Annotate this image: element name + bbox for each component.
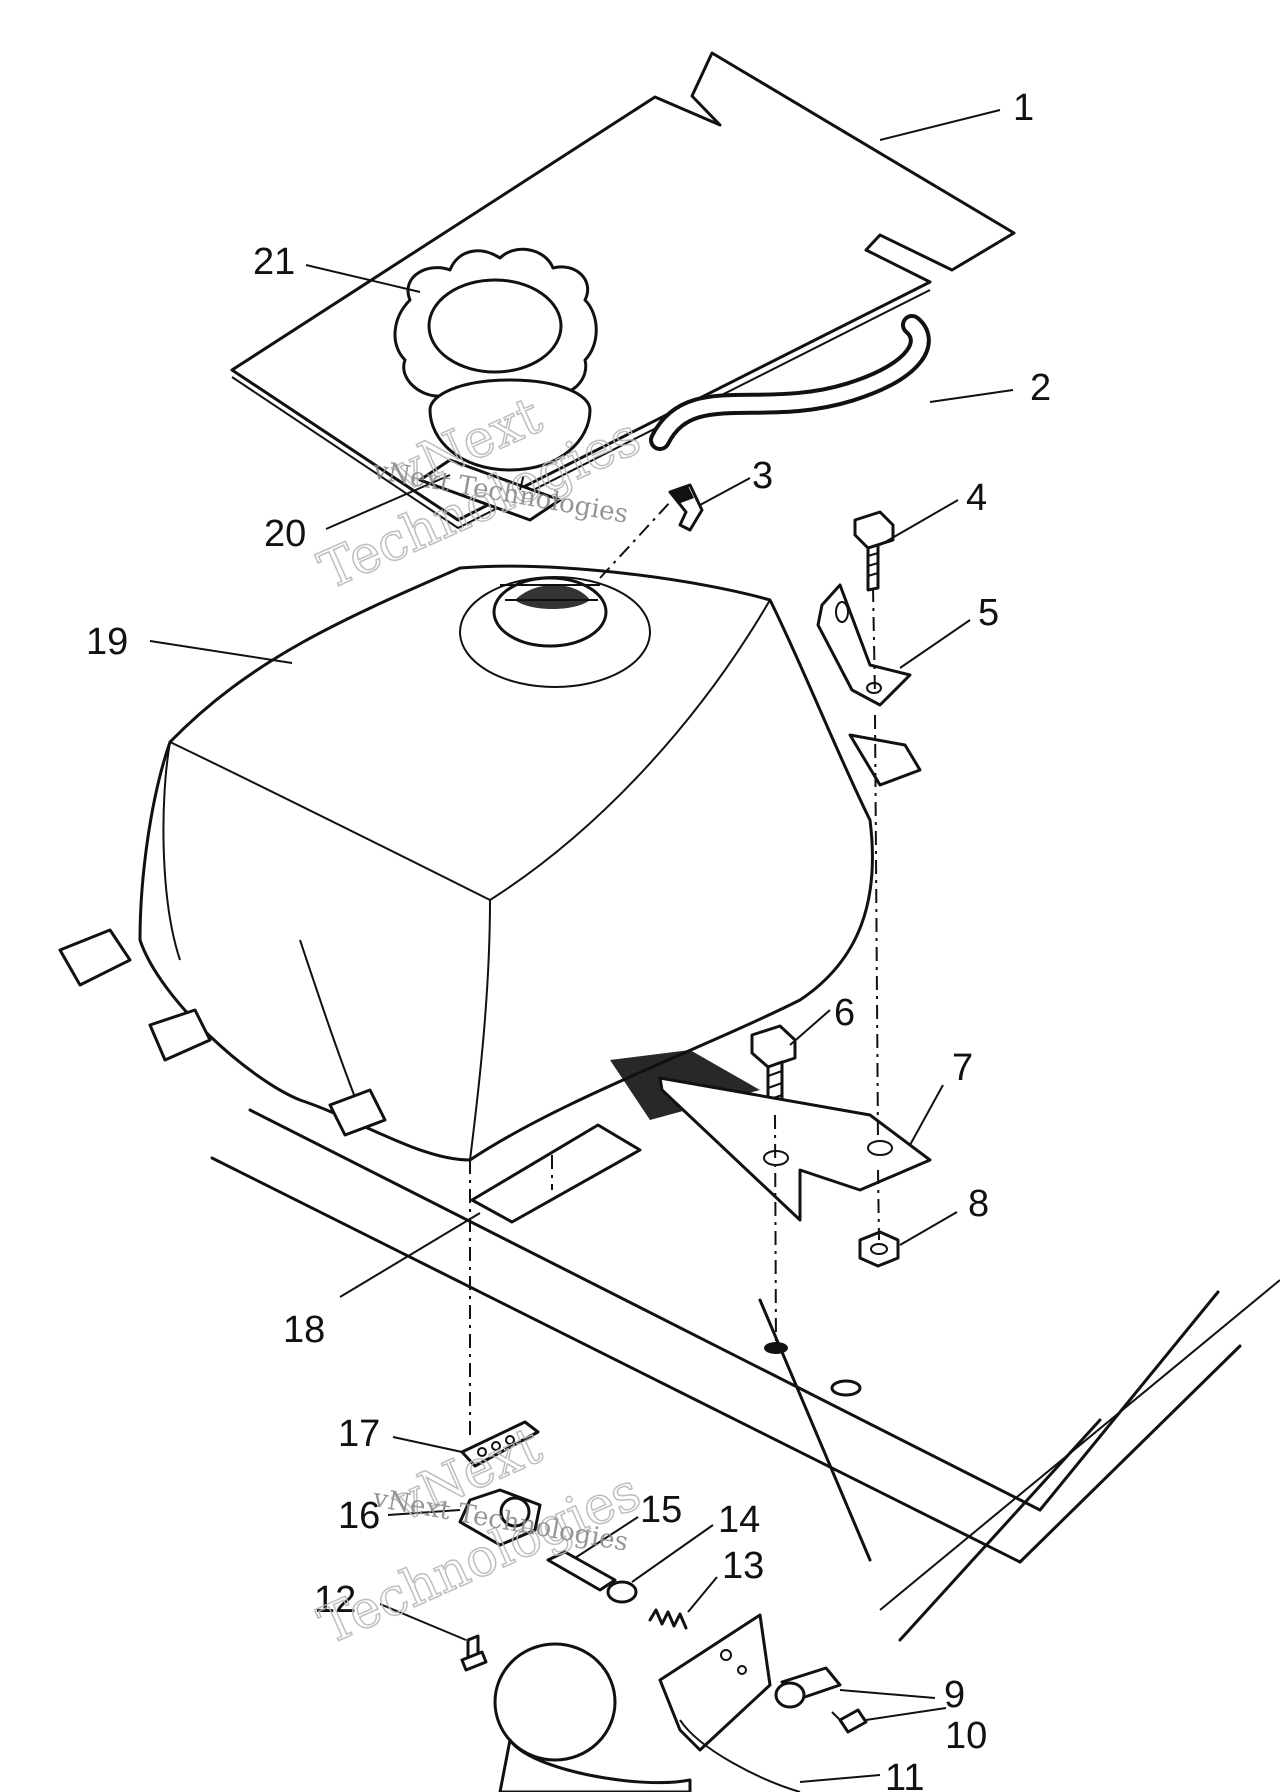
callout-18: 18 — [283, 1309, 325, 1351]
washer-part-14 — [606, 1580, 638, 1604]
callout-8: 8 — [968, 1183, 989, 1225]
callout-1: 1 — [1013, 87, 1034, 129]
callout-3: 3 — [752, 455, 773, 497]
callout-11: 11 — [885, 1757, 924, 1792]
callout-15: 15 — [640, 1489, 682, 1531]
callout-6: 6 — [834, 992, 855, 1034]
vent-fitting-part-3 — [668, 483, 704, 532]
nut-part-8 — [858, 1230, 900, 1268]
pad-part-18 — [470, 1123, 642, 1224]
rear-bracket-part-7 — [658, 1076, 932, 1222]
screw-part-12 — [460, 1634, 488, 1672]
fuel-filter-part-11 — [493, 1642, 801, 1792]
callout-5: 5 — [978, 592, 999, 634]
leader-lines — [149, 109, 1014, 1783]
callout-2: 2 — [1030, 367, 1051, 409]
frame-rails — [210, 1108, 1280, 1642]
callout-16: 16 — [338, 1495, 380, 1537]
callout-21: 21 — [253, 241, 295, 283]
callout-4: 4 — [966, 477, 987, 519]
bushing-part-9 — [774, 1666, 842, 1709]
fuel-cap-part-21 — [393, 247, 598, 472]
cap-gasket-part-20 — [418, 458, 562, 522]
seat-pad-part-1 — [230, 51, 1016, 530]
valve-plate-part-17 — [460, 1420, 540, 1468]
fuel-valve-body-part-16 — [458, 1488, 542, 1547]
callout-20: 20 — [264, 513, 306, 555]
callout-labels: 1 2 3 4 5 6 7 8 9 10 11 12 13 14 15 16 1… — [86, 87, 1051, 1792]
fuel-tank-part-19 — [58, 564, 922, 1162]
callout-14: 14 — [718, 1499, 760, 1541]
callout-10: 10 — [945, 1715, 987, 1757]
callout-17: 17 — [338, 1413, 380, 1455]
bolt-part-4 — [853, 510, 895, 592]
valve-stem-part-15 — [546, 1550, 617, 1592]
spring-part-13 — [648, 1608, 688, 1630]
callout-12: 12 — [314, 1579, 356, 1621]
callout-7: 7 — [952, 1047, 973, 1089]
mount-plate — [658, 1613, 772, 1752]
vent-hose-part-2 — [649, 314, 931, 451]
callout-9: 9 — [944, 1674, 965, 1716]
assembly-lines — [469, 469, 880, 1440]
callout-13: 13 — [722, 1545, 764, 1587]
callout-19: 19 — [86, 621, 128, 663]
screw-part-10 — [831, 1708, 868, 1734]
front-bracket-part-5 — [816, 583, 912, 707]
